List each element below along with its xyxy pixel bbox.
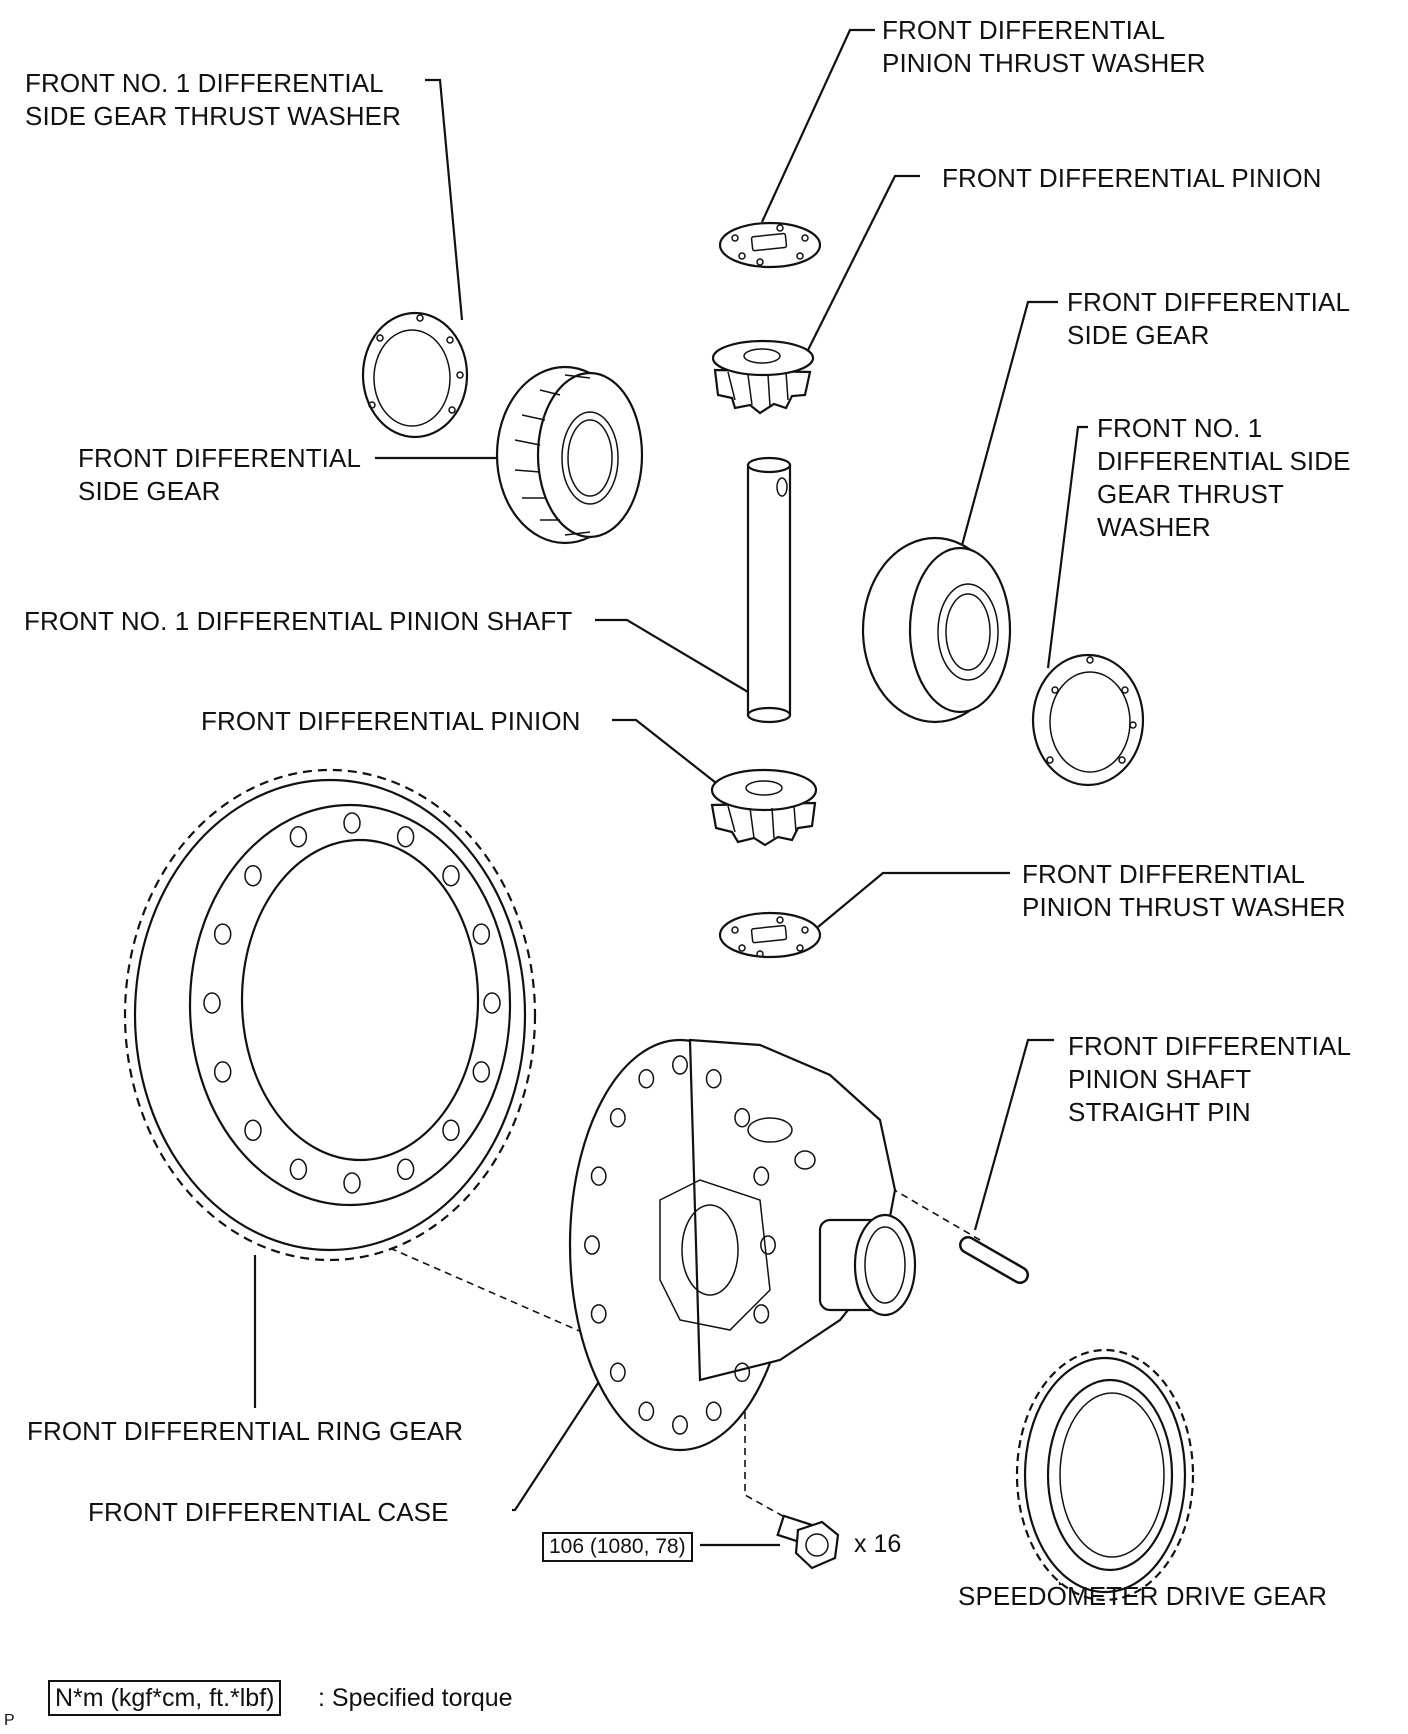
label-pinion-thrust-washer-bottom: FRONT DIFFERENTIAL PINION THRUST WASHER — [1022, 859, 1346, 922]
label-pinion-shaft: FRONT NO. 1 DIFFERENTIAL PINION SHAFT — [24, 606, 573, 636]
label-pinion-thrust-washer-top: FRONT DIFFERENTIAL PINION THRUST WASHER — [882, 15, 1206, 78]
corner-mark: P — [4, 1712, 15, 1729]
bolt-quantity: x 16 — [854, 1530, 902, 1558]
label-speedometer-gear: SPEEDOMETER DRIVE GEAR — [958, 1581, 1328, 1611]
label-side-gear-left: FRONT DIFFERENTIAL SIDE GEAR — [78, 443, 362, 506]
right-side-gear — [861, 536, 1012, 724]
label-side-gear-thrust-washer-left: FRONT NO. 1 DIFFERENTIAL SIDE GEAR THRUS… — [25, 68, 401, 131]
straight-pin — [959, 1236, 1029, 1284]
right-side-gear-thrust-washer — [1031, 653, 1145, 787]
label-pinion-bottom: FRONT DIFFERENTIAL PINION — [201, 706, 581, 736]
torque-spec-box: 106 (1080, 78) — [542, 1532, 693, 1562]
case-bolt — [776, 1514, 840, 1570]
label-side-gear-thrust-washer-right: FRONT NO. 1 DIFFERENTIAL SIDE GEAR THRUS… — [1097, 413, 1351, 542]
bottom-pinion-thrust-washer — [718, 911, 822, 959]
left-side-gear — [495, 365, 644, 545]
differential-case — [568, 1038, 917, 1452]
top-pinion-thrust-washer — [718, 221, 822, 269]
pinion-shaft — [746, 456, 792, 724]
left-side-gear-thrust-washer — [361, 311, 469, 439]
bottom-pinion — [710, 768, 818, 847]
label-ring-gear: FRONT DIFFERENTIAL RING GEAR — [27, 1416, 464, 1446]
top-pinion — [711, 339, 815, 415]
speedometer-drive-gear — [1015, 1348, 1195, 1602]
label-side-gear-right: FRONT DIFFERENTIAL SIDE GEAR — [1067, 287, 1351, 350]
label-pinion-top: FRONT DIFFERENTIAL PINION — [942, 163, 1322, 193]
legend-units-box: N*m (kgf*cm, ft.*lbf) — [48, 1680, 282, 1716]
legend-meaning: : Specified torque — [318, 1684, 513, 1712]
label-case: FRONT DIFFERENTIAL CASE — [88, 1497, 449, 1527]
label-straight-pin: FRONT DIFFERENTIAL PINION SHAFT STRAIGHT… — [1068, 1031, 1352, 1127]
ring-gear — [123, 768, 537, 1262]
